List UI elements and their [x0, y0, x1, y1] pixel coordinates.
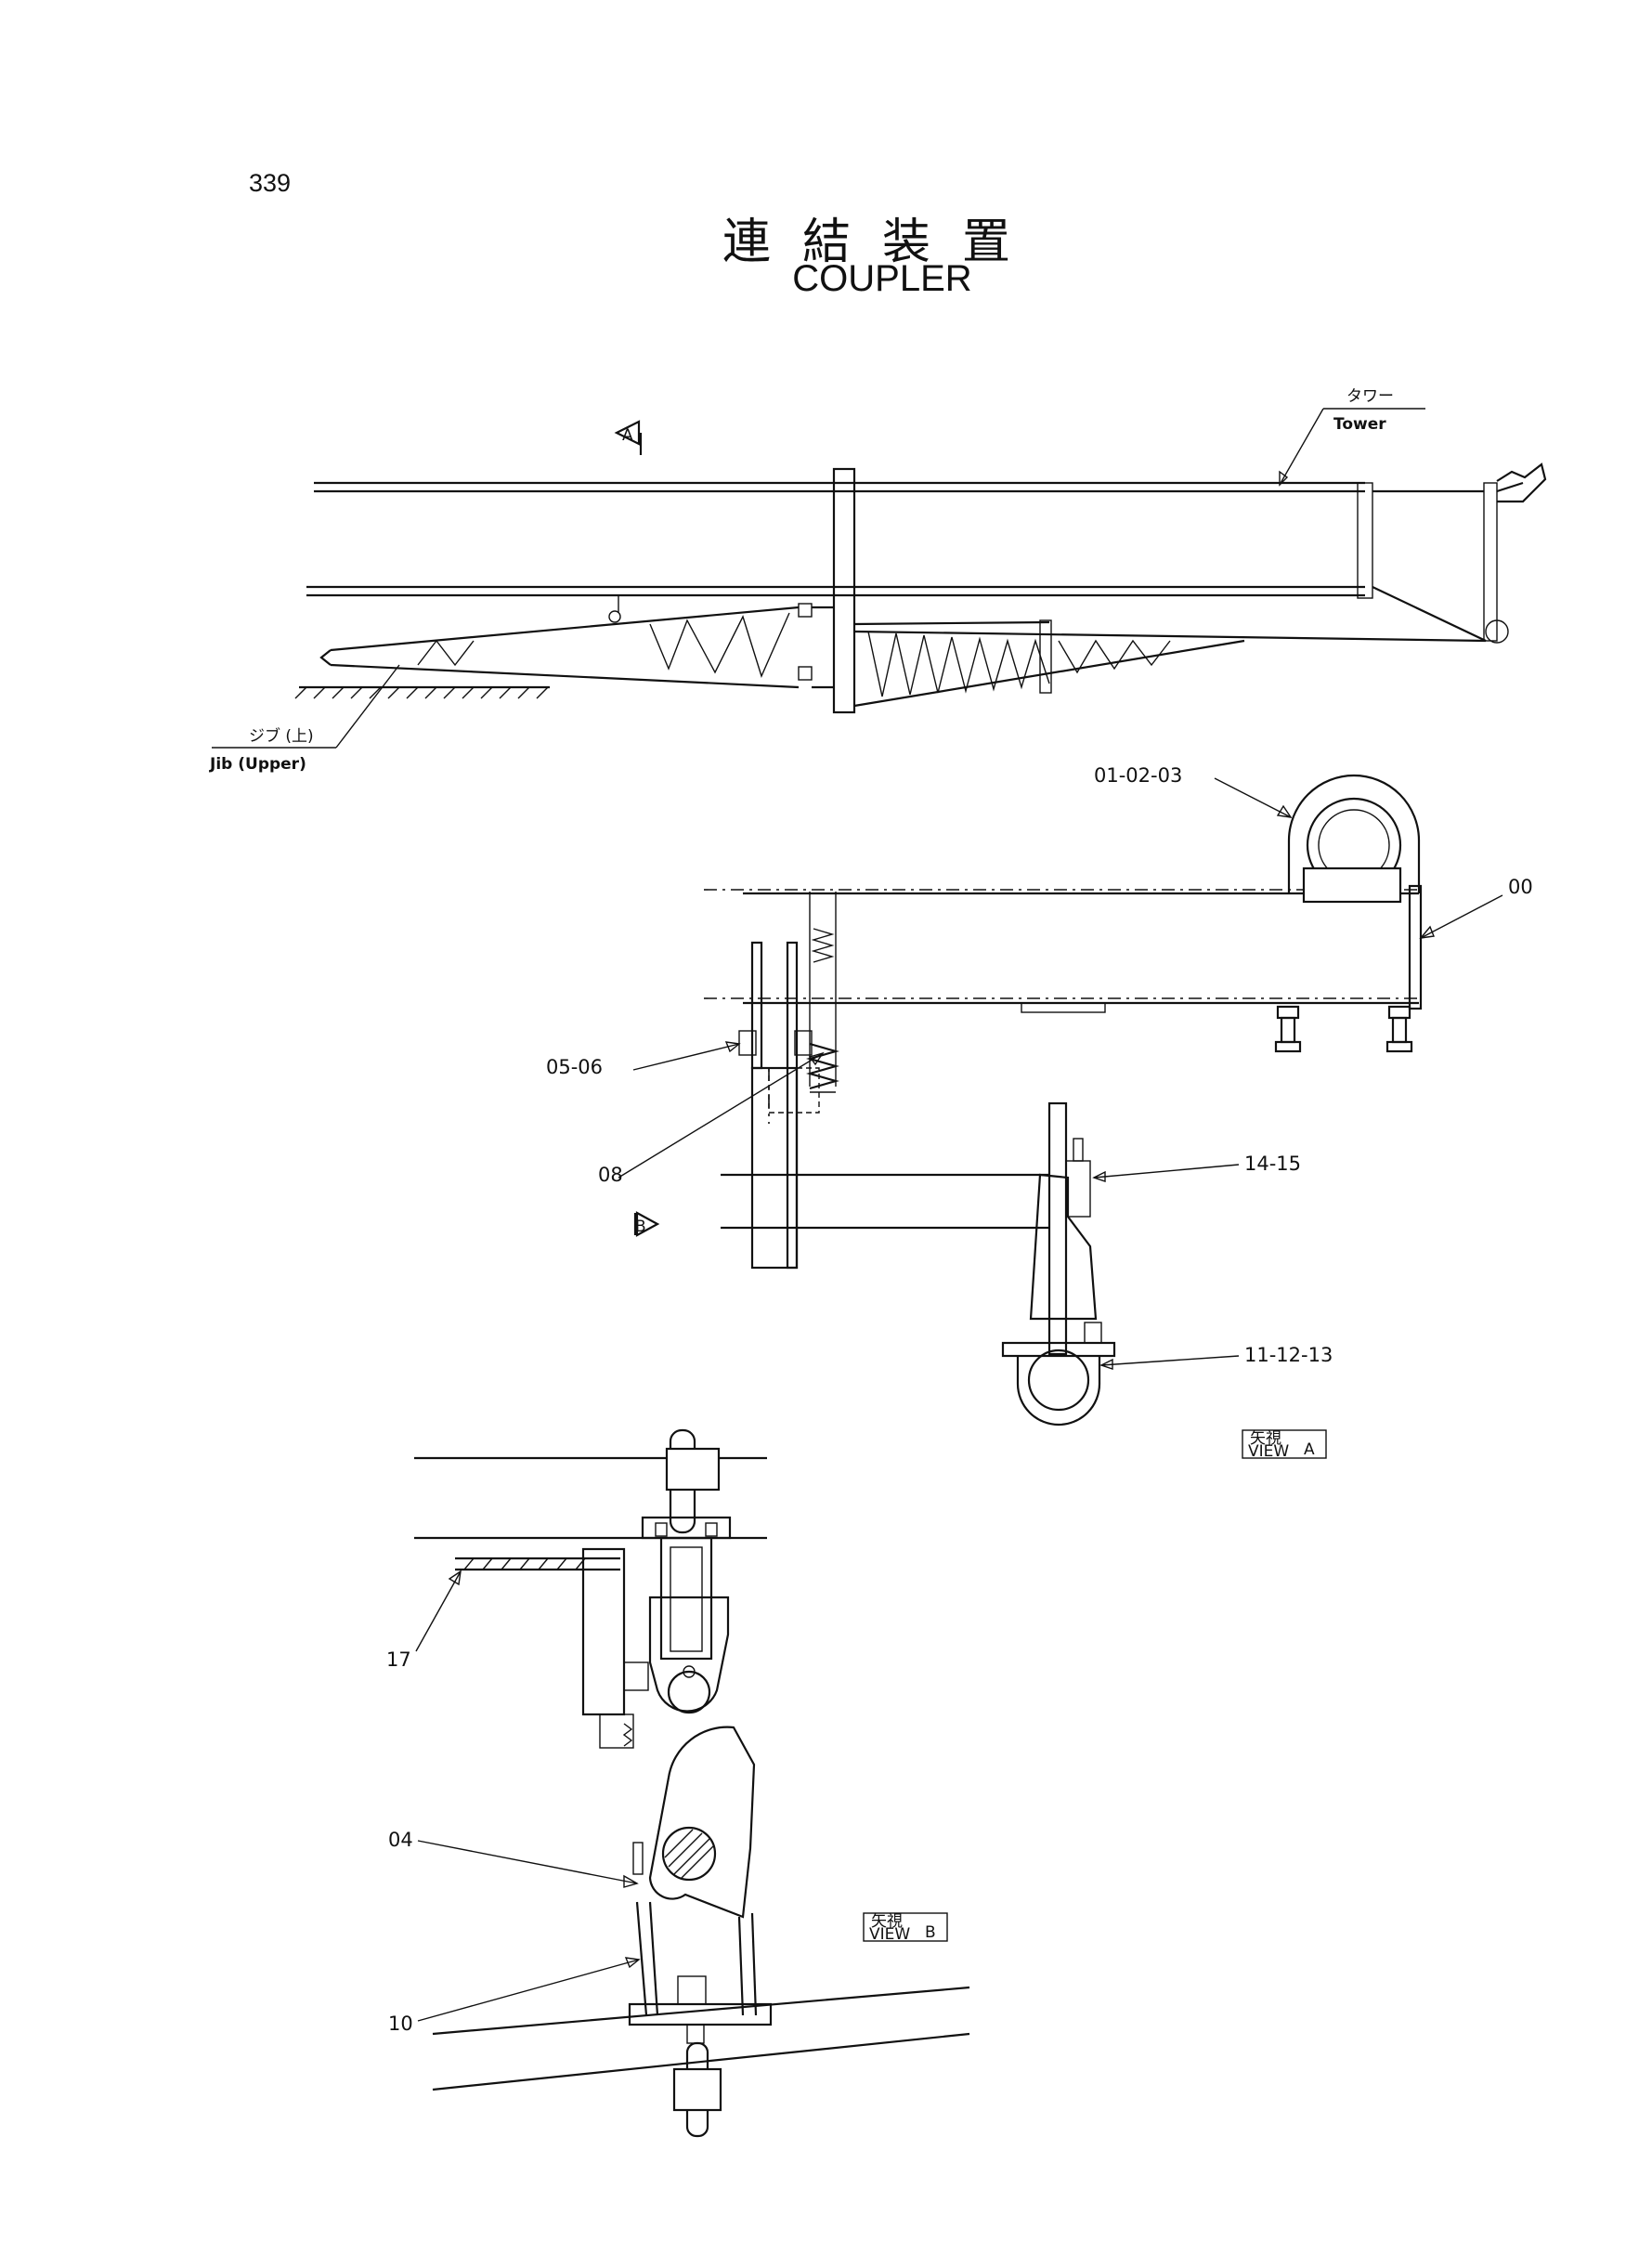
- callout-00: 00: [1508, 876, 1533, 898]
- view-b-drawing: [414, 1428, 970, 2138]
- jib-label-jp: ジブ (上): [249, 726, 314, 746]
- title-english: COUPLER: [792, 258, 972, 299]
- jib-label-en: Jib (Upper): [209, 755, 306, 774]
- tower-label-en: Tower: [1333, 415, 1386, 434]
- callout-11-12-13: 11-12-13: [1244, 1344, 1333, 1366]
- title-japanese: 連結装置: [722, 215, 1042, 270]
- callout-14-15: 14-15: [1244, 1153, 1301, 1175]
- page-number: 339: [249, 169, 292, 197]
- callout-01-02-03: 01-02-03: [1094, 764, 1182, 787]
- callout-leaders: [415, 777, 1503, 2022]
- view-a-jp: 矢視: [1250, 1429, 1281, 1448]
- view-a-letter: A: [1304, 1440, 1315, 1459]
- view-b-letter: B: [925, 1923, 936, 1942]
- view-a-caption: 矢視 VIEW A: [1242, 1429, 1327, 1461]
- view-a-marker: A: [622, 426, 633, 445]
- view-a-drawing: B: [633, 774, 1423, 1427]
- view-b-en: VIEW: [869, 1925, 910, 1944]
- callout-08: 08: [598, 1164, 623, 1186]
- callout-04: 04: [388, 1829, 413, 1851]
- view-b-jp: 矢視: [871, 1912, 903, 1931]
- view-b-marker: B: [635, 1218, 646, 1236]
- tower-label-jp: タワー: [1346, 387, 1394, 406]
- callout-05-06: 05-06: [546, 1056, 603, 1078]
- overview-drawing: A: [209, 387, 1547, 774]
- view-b-caption: 矢視 VIEW B: [863, 1912, 948, 1944]
- callout-10: 10: [388, 2013, 413, 2035]
- callout-labels: 01-02-03 00 05-06 08 14-15 11-12-13 17 0…: [386, 764, 1533, 2035]
- view-a-en: VIEW: [1248, 1442, 1289, 1461]
- callout-17: 17: [386, 1648, 411, 1671]
